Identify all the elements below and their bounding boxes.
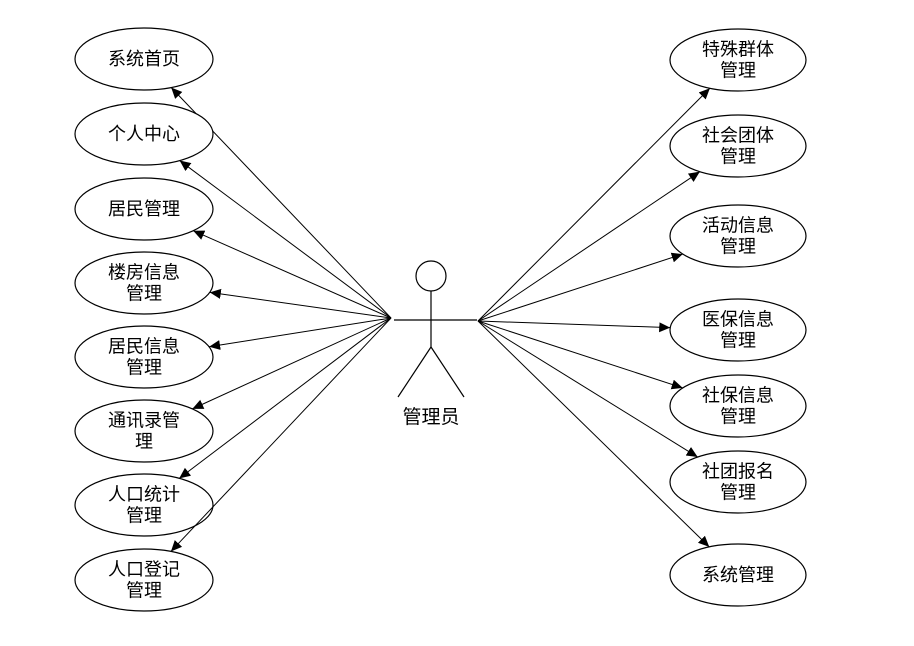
usecase-label: 通讯录管 (108, 411, 180, 431)
association-arrow (209, 288, 392, 319)
usecase-label: 理 (135, 432, 153, 452)
usecase-label: 社会团体 (702, 126, 774, 146)
usecase-label: 人口登记 (108, 560, 180, 580)
association-arrow (477, 171, 701, 322)
association-arrow (178, 317, 392, 479)
usecase-ellipse (669, 450, 807, 514)
usecase-ellipse (669, 543, 807, 607)
usecase-ellipse (669, 28, 807, 92)
association-arrow (477, 87, 711, 322)
association-arrow (209, 317, 392, 350)
usecase-ellipse (74, 473, 214, 537)
usecase-ellipse (74, 177, 214, 241)
usecase-ellipse (74, 27, 214, 91)
usecase-ellipse (669, 204, 807, 268)
usecase-label: 管理 (126, 284, 162, 304)
usecase-label: 管理 (720, 147, 756, 167)
usecase-ellipse (74, 548, 214, 612)
association-arrow (477, 320, 710, 548)
actor-head (415, 260, 447, 292)
association-arrow (193, 230, 392, 319)
association-arrow (477, 320, 683, 390)
association-arrow (477, 252, 683, 322)
usecase-label: 医保信息 (702, 310, 774, 330)
usecase-ellipse (74, 325, 214, 389)
actor-label: 管理员 (402, 406, 459, 428)
association-arrow (477, 320, 698, 458)
usecase-label: 管理 (126, 581, 162, 601)
usecase-label: 管理 (720, 331, 756, 351)
usecase-label: 居民信息 (108, 337, 180, 357)
usecase-label: 楼房信息 (108, 263, 180, 283)
usecase-label: 社团报名 (702, 462, 774, 482)
association-arrow (192, 317, 392, 410)
usecase-ellipse (74, 251, 214, 315)
usecase-label: 管理 (720, 483, 756, 503)
usecase-label: 管理 (126, 506, 162, 526)
usecase-label: 特殊群体 (702, 40, 774, 60)
usecase-label: 个人中心 (108, 124, 180, 144)
usecase-ellipse (669, 298, 807, 362)
actor-admin: 管理员 (394, 260, 477, 428)
usecase-ellipse (74, 399, 214, 463)
usecase-label: 系统首页 (108, 49, 180, 69)
usecase-ellipse (74, 102, 214, 166)
usecase-label: 管理 (126, 358, 162, 378)
actor-leg-left (397, 346, 432, 398)
actor-leg-right (430, 346, 465, 398)
usecase-label: 管理 (720, 61, 756, 81)
usecase-ellipse (669, 374, 807, 438)
usecase-label: 社保信息 (702, 386, 774, 406)
association-arrow (170, 317, 392, 552)
usecase-label: 人口统计 (108, 485, 180, 505)
usecase-node-left-0: 系统首页 (74, 27, 214, 91)
usecase-node-left-1: 个人中心 (74, 102, 214, 166)
usecase-label: 管理 (720, 407, 756, 427)
association-arrow (179, 160, 392, 319)
usecase-node-left-2: 居民管理 (74, 177, 214, 241)
usecase-label: 管理 (720, 237, 756, 257)
usecase-label: 系统管理 (702, 565, 774, 585)
usecase-node-right-6: 系统管理 (669, 543, 807, 607)
usecase-label: 居民管理 (108, 199, 180, 219)
usecase-label: 活动信息 (702, 216, 774, 236)
usecase-ellipse (669, 114, 807, 178)
association-arrow (477, 320, 671, 333)
